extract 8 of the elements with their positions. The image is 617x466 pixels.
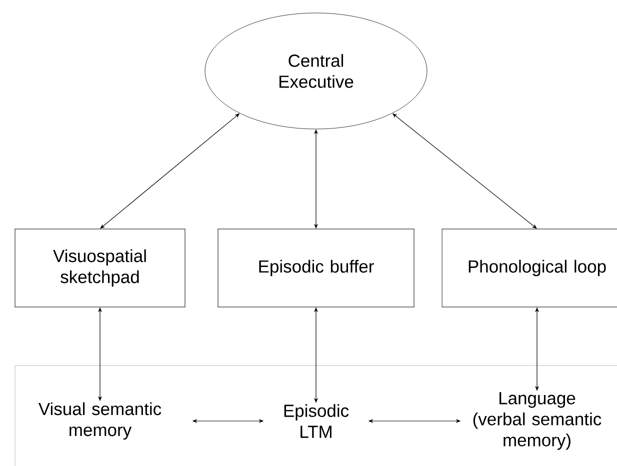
process-box: Phonological loop <box>442 228 617 308</box>
process-box: Visuospatial sketchpad <box>14 228 186 308</box>
ellipse-node: Central Executive <box>204 12 428 130</box>
memory-label: Language (verbal semantic memory) <box>473 392 602 450</box>
memory-band <box>14 365 617 466</box>
memory-label: Episodic LTM <box>284 404 349 438</box>
memory-label: Visual semantic memory <box>38 402 162 440</box>
process-box: Episodic buffer <box>218 228 414 308</box>
